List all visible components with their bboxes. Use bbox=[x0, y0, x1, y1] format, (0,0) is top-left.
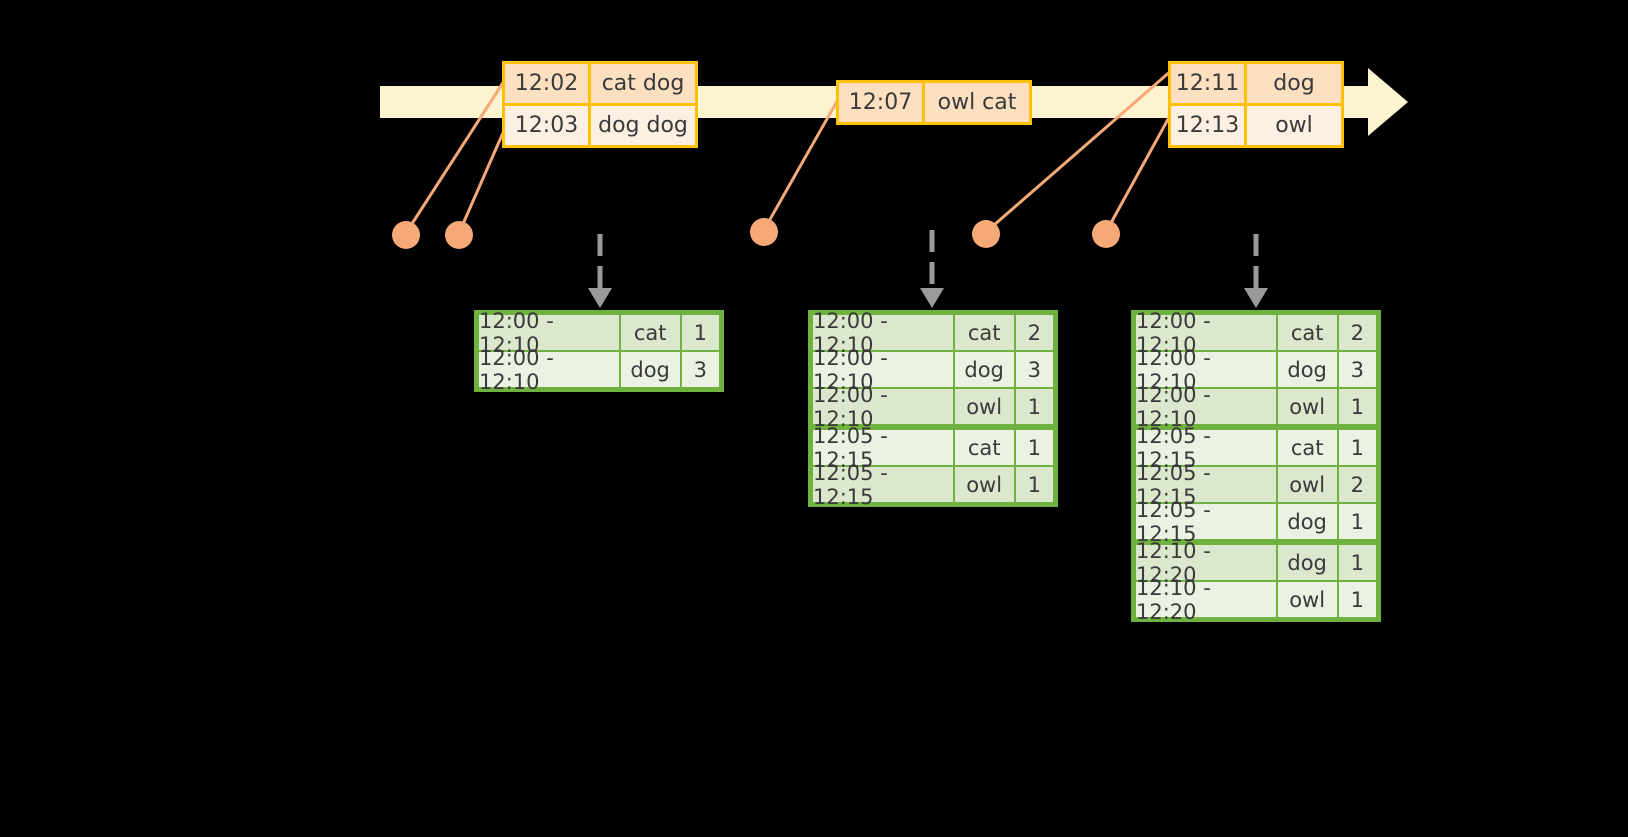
cell-count: 1 bbox=[1338, 504, 1376, 539]
connector-line-2 bbox=[457, 125, 508, 234]
cell-kind: owl bbox=[1277, 582, 1337, 617]
event-value: cat dog bbox=[591, 64, 695, 103]
cell-kind: owl bbox=[954, 389, 1014, 424]
cell-kind: owl bbox=[954, 467, 1014, 502]
cell-window: 12:00 - 12:10 bbox=[813, 346, 953, 394]
cell-kind: owl bbox=[1277, 389, 1337, 424]
cell-count: 3 bbox=[681, 352, 719, 387]
event-time: 12:13 bbox=[1171, 106, 1247, 145]
cell-kind: cat bbox=[1277, 315, 1337, 350]
dashed-arrow-head-2 bbox=[920, 288, 944, 308]
event-row: 12:11 dog bbox=[1171, 64, 1341, 103]
event-time: 12:03 bbox=[505, 106, 591, 145]
stream-dot-2 bbox=[445, 221, 473, 249]
event-row: 12:07 owl cat bbox=[839, 83, 1029, 122]
cell-kind: dog bbox=[954, 352, 1014, 387]
stream-dot-5 bbox=[1092, 220, 1120, 248]
event-time: 12:07 bbox=[839, 83, 925, 122]
cell-count: 1 bbox=[1338, 389, 1376, 424]
event-box-3: 12:11 dog 12:13 owl bbox=[1168, 61, 1344, 148]
cell-window: 12:00 - 12:10 bbox=[479, 346, 619, 394]
cell-count: 2 bbox=[1338, 315, 1376, 350]
cell-count: 1 bbox=[1015, 430, 1053, 465]
event-row: 12:03 dog dog bbox=[505, 103, 695, 145]
timeline-arrowhead-icon bbox=[1368, 68, 1408, 136]
stream-dot-4 bbox=[972, 220, 1000, 248]
event-value: dog bbox=[1247, 64, 1341, 103]
cell-kind: dog bbox=[1277, 352, 1337, 387]
event-row: 12:02 cat dog bbox=[505, 64, 695, 103]
table-group-separator bbox=[1135, 540, 1377, 544]
event-row: 12:13 owl bbox=[1171, 103, 1341, 145]
dashed-arrow-head-1 bbox=[588, 288, 612, 308]
cell-window: 12:10 - 12:20 bbox=[1136, 576, 1276, 624]
event-time: 12:02 bbox=[505, 64, 591, 103]
cell-count: 1 bbox=[1015, 467, 1053, 502]
cell-count: 1 bbox=[1015, 389, 1053, 424]
cell-window: 12:00 - 12:10 bbox=[813, 383, 953, 431]
cell-count: 1 bbox=[1338, 545, 1376, 580]
cell-window: 12:00 - 12:10 bbox=[1136, 383, 1276, 431]
table-group-separator bbox=[812, 425, 1054, 429]
event-time: 12:11 bbox=[1171, 64, 1247, 103]
cell-window: 12:05 - 12:15 bbox=[1136, 498, 1276, 546]
cell-window: 12:05 - 12:15 bbox=[813, 461, 953, 509]
cell-kind: cat bbox=[1277, 430, 1337, 465]
cell-kind: dog bbox=[1277, 504, 1337, 539]
connector-line-5 bbox=[1104, 111, 1174, 233]
cell-kind: cat bbox=[954, 430, 1014, 465]
cell-count: 3 bbox=[1015, 352, 1053, 387]
dashed-arrow-head-3 bbox=[1244, 288, 1268, 308]
event-value: owl cat bbox=[925, 83, 1029, 122]
table-group-separator bbox=[1135, 425, 1377, 429]
cell-kind: cat bbox=[954, 315, 1014, 350]
cell-count: 2 bbox=[1338, 467, 1376, 502]
cell-kind: cat bbox=[620, 315, 680, 350]
cell-count: 1 bbox=[1338, 582, 1376, 617]
stream-dot-1 bbox=[392, 221, 420, 249]
cell-window: 12:00 - 12:10 bbox=[813, 309, 953, 357]
cell-count: 1 bbox=[1338, 430, 1376, 465]
event-box-2: 12:07 owl cat bbox=[836, 80, 1032, 125]
cell-count: 2 bbox=[1015, 315, 1053, 350]
event-value: dog dog bbox=[591, 106, 695, 145]
cell-kind: dog bbox=[620, 352, 680, 387]
cell-count: 3 bbox=[1338, 352, 1376, 387]
cell-count: 1 bbox=[681, 315, 719, 350]
event-box-1: 12:02 cat dog 12:03 dog dog bbox=[502, 61, 698, 148]
event-value: owl bbox=[1247, 106, 1341, 145]
stream-dot-3 bbox=[750, 218, 778, 246]
cell-kind: owl bbox=[1277, 467, 1337, 502]
cell-kind: dog bbox=[1277, 545, 1337, 580]
